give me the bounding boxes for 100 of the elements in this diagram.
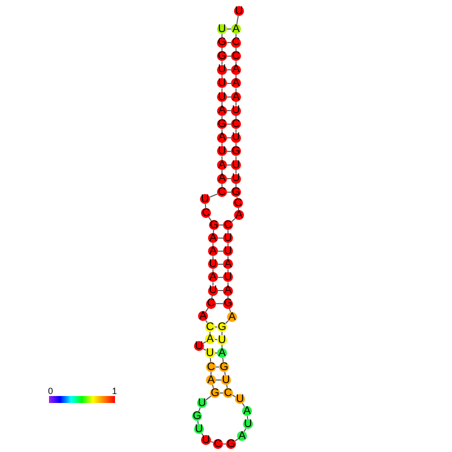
connector-line <box>216 303 224 304</box>
connector-line <box>246 415 248 420</box>
nucleotide-circle: A <box>217 160 227 170</box>
connector-line <box>212 384 214 389</box>
nucleotide-circle: C <box>206 298 216 309</box>
nucleotide-circle: U <box>201 435 211 445</box>
nucleotide-circle: C <box>217 187 227 198</box>
nucleotide-circle: U <box>231 132 241 143</box>
nucleotide-circle: U <box>197 398 207 408</box>
connector-line <box>226 178 232 180</box>
connector-line <box>222 357 224 363</box>
nucleotide-circle: A <box>217 348 227 358</box>
nucleotide-circle: U <box>231 174 241 184</box>
nucleotide-circle: U <box>217 64 227 75</box>
nucleotide-circle: U <box>223 272 233 282</box>
nucleotide-circle: A <box>231 78 241 88</box>
nucleotide-circle: U <box>243 419 253 429</box>
nucleotide-circle: A <box>217 174 227 184</box>
connector-line <box>226 96 232 98</box>
connector-line <box>197 420 199 425</box>
nucleotide-circle: A <box>231 64 241 75</box>
nucleotide-circle: U <box>235 394 245 404</box>
connector-line <box>226 56 232 57</box>
nucleotide-circle: A <box>231 24 241 34</box>
nucleotide-circle: A <box>237 431 247 441</box>
nucleotide-circle: U <box>217 78 227 88</box>
connector-line <box>208 216 212 222</box>
connector-line <box>205 396 212 400</box>
nucleotide-circle: A <box>242 406 252 416</box>
nucleotide-circle: U <box>231 160 241 170</box>
nucleotide-circle: U <box>221 375 231 385</box>
nucleotide-circle: G <box>219 362 229 372</box>
connector-line <box>218 290 224 291</box>
connector-line <box>218 264 224 265</box>
connector-line <box>216 366 220 368</box>
nucleotide-circle: U <box>234 6 244 16</box>
nucleotide-circle: U <box>200 194 210 204</box>
nucleotide-circle: U <box>223 246 233 256</box>
connector-line <box>231 218 236 222</box>
nucleotide-circle: G <box>192 411 202 421</box>
nucleotide-circle: U <box>217 92 227 102</box>
nucleotide-circle: U <box>208 259 218 270</box>
connector-line <box>226 192 232 193</box>
connector-line <box>210 372 212 376</box>
nucleotide-circle: U <box>194 341 204 351</box>
nucleotide-circle: A <box>223 286 233 296</box>
nucleotide-circle: C <box>201 208 211 218</box>
nucleotide-circle: U <box>217 24 227 34</box>
connector-line <box>226 137 232 138</box>
nucleotide-circle: C <box>231 119 241 130</box>
nucleotide-circle: A <box>217 132 227 143</box>
nucleotide-circle: A <box>206 375 216 385</box>
connector-line <box>226 150 232 152</box>
connector-line <box>226 42 232 44</box>
connector-line <box>212 242 214 247</box>
nucleotide-circle: G <box>210 388 220 398</box>
nucleotide-circle: A <box>208 246 218 256</box>
nucleotide-circle: C <box>231 51 241 62</box>
connector-line <box>238 207 240 211</box>
nucleotide-circle: G <box>226 439 236 449</box>
connector-line <box>236 15 239 25</box>
nucleotide-circle: G <box>223 298 233 309</box>
nucleotide-circle: C <box>233 198 243 208</box>
nucleotide-circle: A <box>198 311 208 321</box>
connector-line <box>226 69 232 70</box>
connector-line <box>218 276 224 278</box>
nucleotide-circle: G <box>217 51 227 62</box>
scale-tick-label: 0 <box>48 387 54 396</box>
nucleotide-circle: U <box>205 348 215 358</box>
nucleotide-circle: A <box>217 106 227 116</box>
nucleotide-circle: A <box>231 92 241 102</box>
connector-line <box>202 348 206 351</box>
nucleotide-circle: C <box>223 388 233 398</box>
connector-line <box>218 250 224 252</box>
nucleotide-circle: A <box>208 233 218 244</box>
connector-line <box>210 357 212 363</box>
connector-line <box>226 110 232 112</box>
connector-line <box>212 229 214 234</box>
nucleotide-circle: G <box>217 119 227 130</box>
connector-line <box>212 282 214 286</box>
nucleotide-circle: G <box>209 220 219 230</box>
nucleotide-circle: C <box>206 362 216 372</box>
connector-line <box>220 392 224 394</box>
nucleotide-circle: A <box>205 334 215 344</box>
nucleotide-circle: C <box>231 38 241 48</box>
nucleotide-circle: G <box>217 38 227 48</box>
connector-line <box>205 320 208 324</box>
nucleotide-circle: A <box>223 259 233 270</box>
nucleotide-circle: U <box>217 146 227 156</box>
nucleotide-circle: U <box>217 335 227 345</box>
nucleotide-circle: U <box>208 286 218 296</box>
nucleotide-circle: C <box>213 439 223 449</box>
nucleotide-circle: U <box>194 424 204 434</box>
nucleotide-circle: G <box>231 187 241 198</box>
connector-line <box>212 256 214 260</box>
connector-line <box>226 124 232 125</box>
scale-tick-label: 1 <box>112 387 118 396</box>
nucleotide-circle: A <box>234 210 244 220</box>
connector-line <box>202 341 206 344</box>
nucleotide-circle: G <box>231 146 241 156</box>
